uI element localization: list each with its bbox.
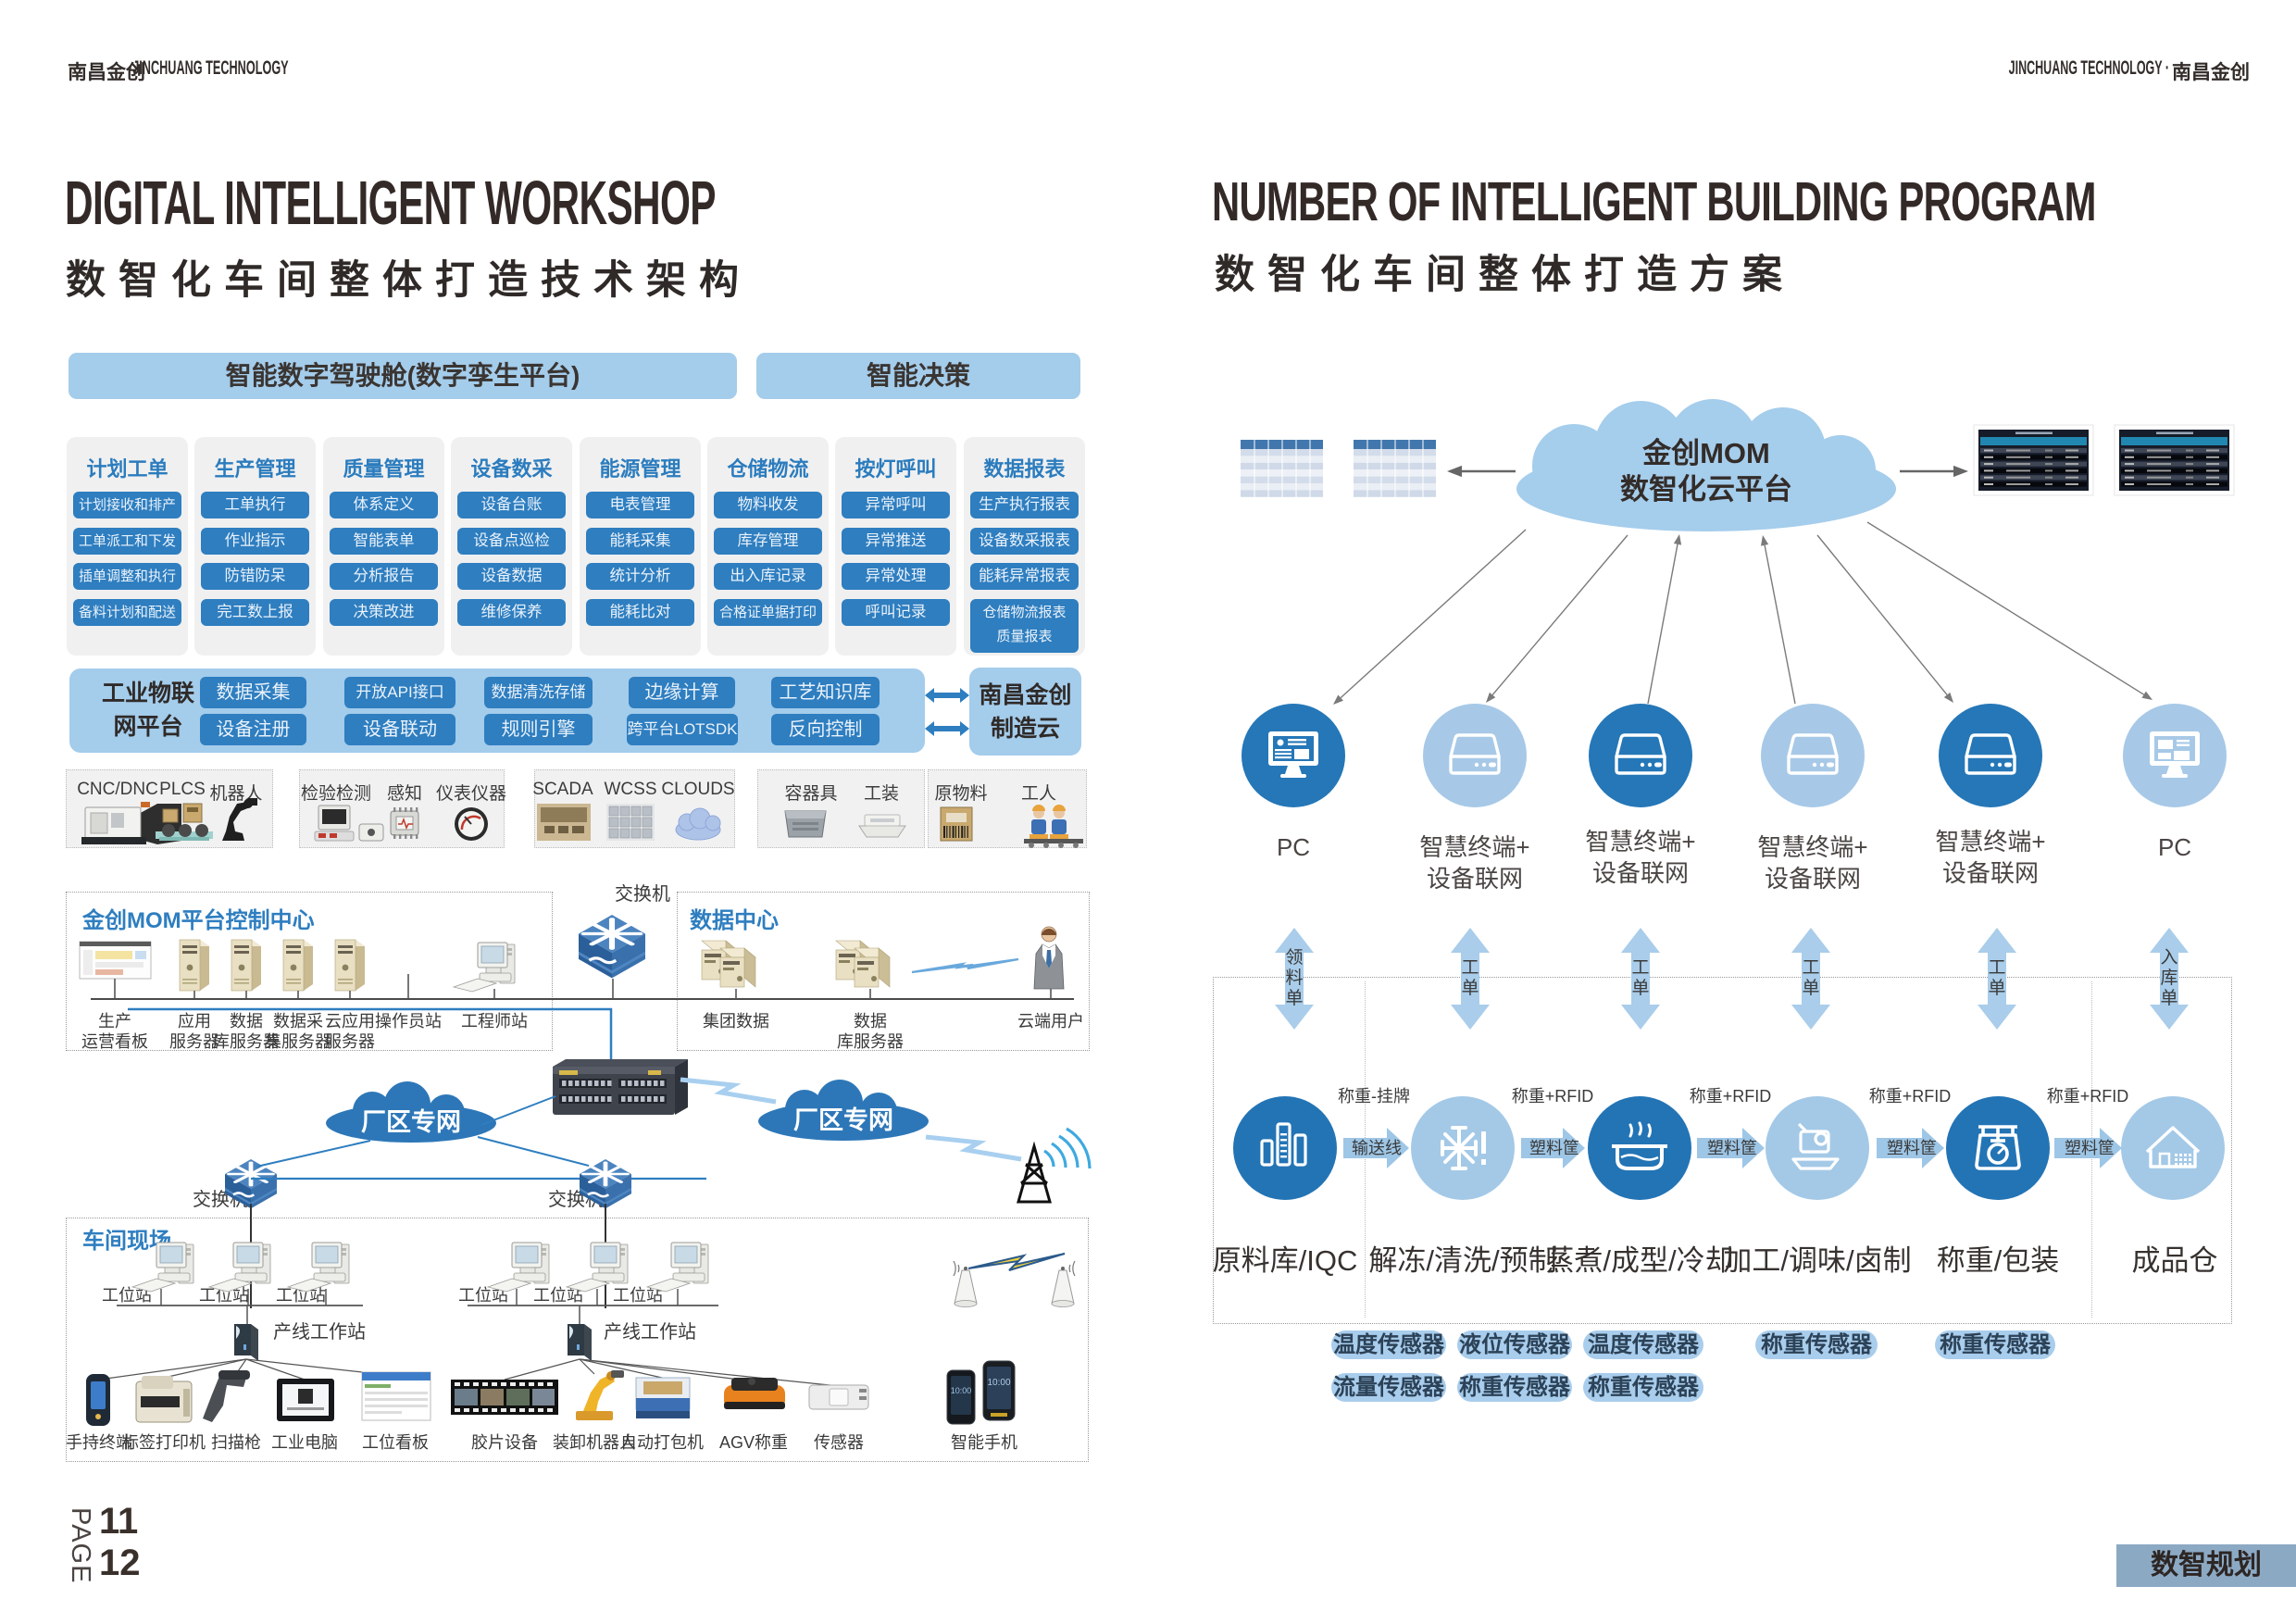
svg-text:厂区专网: 厂区专网: [361, 1108, 461, 1136]
svg-text:10:00: 10:00: [987, 1378, 1010, 1388]
svg-text:厂区专网: 厂区专网: [793, 1106, 893, 1134]
svg-text:10:00: 10:00: [951, 1386, 972, 1395]
